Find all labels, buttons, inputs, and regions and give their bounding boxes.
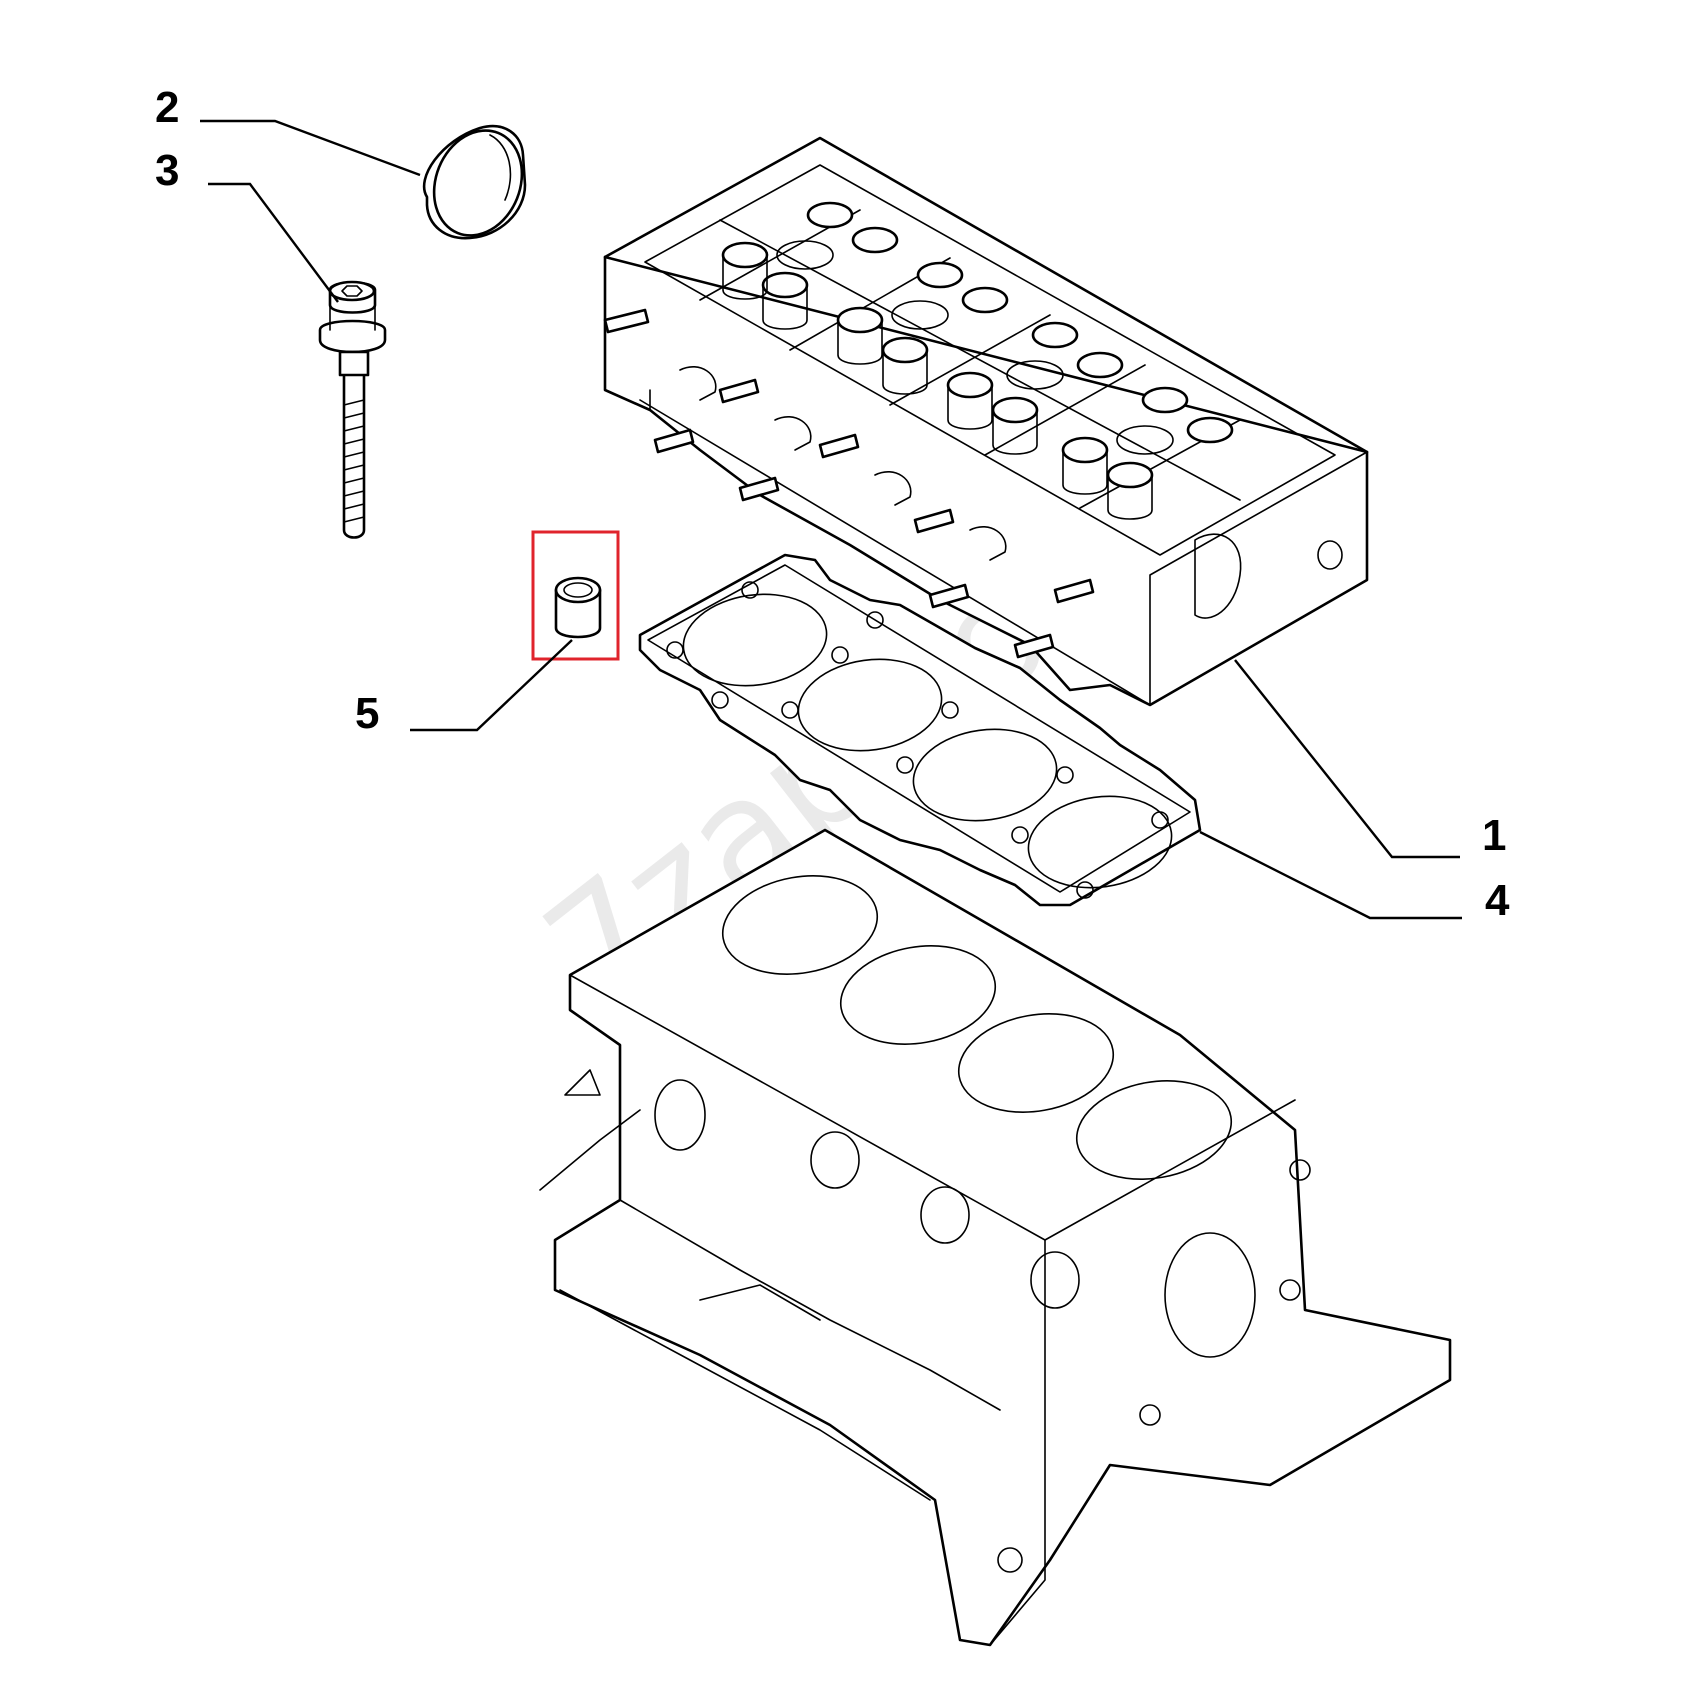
- callout-4[interactable]: 4: [1485, 876, 1510, 925]
- cup-plug-part[interactable]: [419, 117, 537, 249]
- highlight-box: [531, 530, 620, 661]
- engine-block: [539, 828, 1452, 1647]
- head-gasket-part[interactable]: [638, 553, 1202, 907]
- dowel-sleeve-part[interactable]: [531, 530, 620, 661]
- leader-lines: [200, 119, 1462, 920]
- callout-5[interactable]: 5: [355, 689, 379, 738]
- callout-1[interactable]: 1: [1482, 811, 1506, 860]
- head-bolt-part[interactable]: [318, 280, 387, 539]
- callout-3[interactable]: 3: [155, 146, 179, 195]
- cylinder-head-part[interactable]: [603, 136, 1369, 707]
- valve-tappets: [721, 201, 1234, 520]
- callout-labels: 1 2 3 4 5: [155, 83, 1510, 925]
- callout-2[interactable]: 2: [155, 83, 179, 132]
